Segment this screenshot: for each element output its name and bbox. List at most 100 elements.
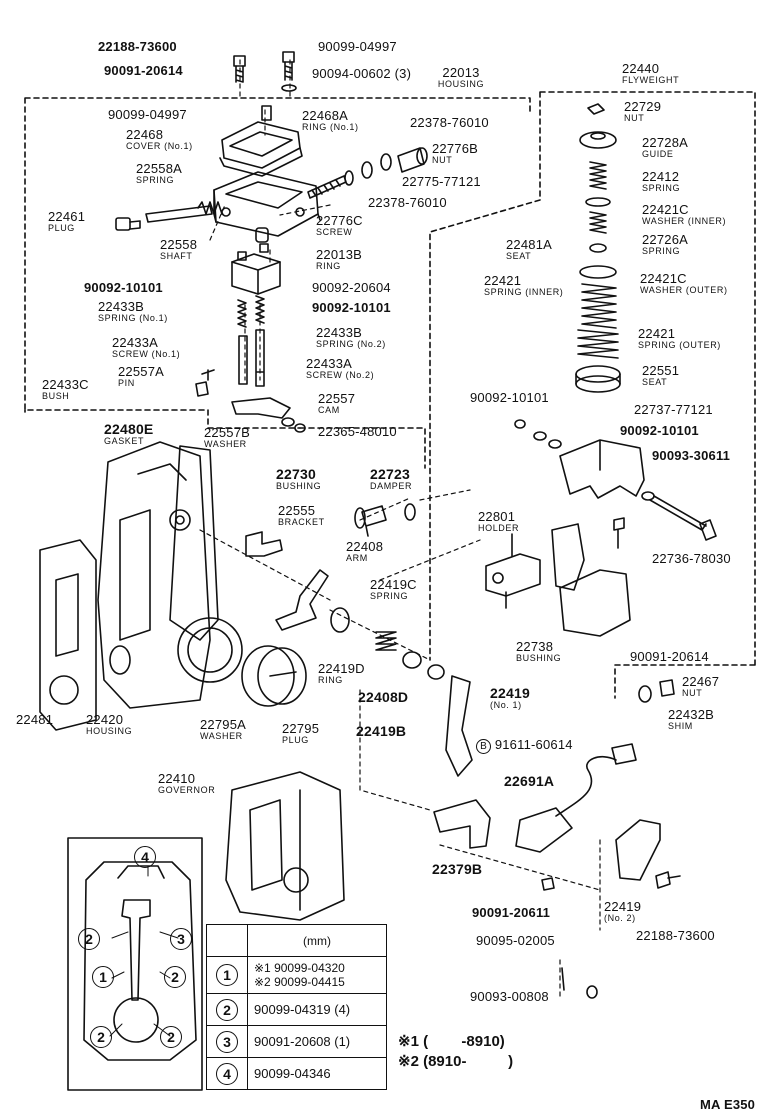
legend-row-2: 2 90099-04319 (4) (206, 993, 387, 1026)
label-22433A-1-no: 22433A (112, 335, 159, 350)
inset-mark-a: 4 (134, 846, 156, 868)
circle-1-icon: 1 (216, 964, 238, 986)
label-22433C: 22433C BUSH (42, 378, 89, 401)
label-22432B: 22432B SHIM (668, 708, 714, 731)
label-22432B-name: SHIM (668, 721, 693, 731)
ring-22737 (533, 431, 547, 441)
legend-row-4: 4 90099-04346 (206, 1057, 387, 1090)
label-22420-no: 22420 (86, 712, 124, 727)
footnote-2-mark: ※2 (398, 1053, 419, 1070)
label-22775-77121: 22775-77121 (402, 174, 481, 189)
label-22421C-outer: 22421C WASHER (OUTER) (640, 272, 728, 295)
label-22419-no1-no: 22419 (490, 685, 530, 701)
shaft-22558 (145, 205, 213, 223)
label-22555-name: BRACKET (278, 517, 325, 527)
label-22481: 22481 (16, 712, 54, 727)
circle-2-icon: 2 (160, 1026, 182, 1048)
label-22795-no: 22795 (282, 721, 320, 736)
circle-2-icon: 2 (90, 1026, 112, 1048)
label-22801-no: 22801 (478, 509, 516, 524)
label-22419-no2-no: 22419 (604, 899, 642, 914)
legend-key-3: 3 (206, 1025, 248, 1058)
label-22461: 22461 PLUG (48, 210, 85, 233)
label-22421-outer-no: 22421 (638, 326, 676, 341)
label-22776B-no: 22776B (432, 141, 479, 156)
footnote-1-mark: ※1 (398, 1033, 419, 1050)
label-22013B-name: RING (316, 261, 341, 271)
label-22408-name: ARM (346, 553, 368, 563)
label-22410-name: GOVERNOR (158, 785, 216, 795)
label-22433B-1-no: 22433B (98, 299, 145, 314)
label-22433B-2-no: 22433B (316, 325, 363, 340)
spring-22419C (375, 631, 397, 651)
label-22557B: 22557B WASHER (204, 426, 250, 449)
label-22795A-no: 22795A (200, 717, 247, 732)
circle-1-icon: 1 (92, 966, 114, 988)
circle-4-icon: 4 (134, 846, 156, 868)
label-22468A: 22468A RING (No.1) (302, 109, 359, 132)
label-22408D: 22408D (358, 689, 409, 705)
nut-22467 (659, 679, 675, 697)
spring-22433B-1 (237, 299, 247, 328)
label-22188-73600-bottom: 22188-73600 (636, 928, 715, 943)
inset-mark-d: 1 (92, 966, 114, 988)
label-22737-77121: 22737-77121 (634, 402, 713, 417)
label-22433A-1-name: SCREW (No.1) (112, 349, 181, 359)
label-22723-no: 22723 (370, 466, 410, 482)
bolt-90091-20611 (541, 877, 555, 891)
label-22795-name: PLUG (282, 735, 309, 745)
label-22726A-name: SPRING (642, 246, 681, 256)
label-22461-name: PLUG (48, 223, 75, 233)
inset-mark-e: 2 (164, 966, 186, 988)
label-90092-20604: 90092-20604 (312, 280, 391, 295)
label-22557-name: CAM (318, 405, 340, 415)
label-22738-no: 22738 (516, 639, 554, 654)
sensor-22691A (515, 743, 637, 853)
bush-22433C (195, 381, 209, 397)
label-22480E: 22480E GASKET (104, 422, 153, 446)
label-22188-top: 22188-73600 (98, 39, 177, 54)
label-22433A-2-name: SCREW (No.2) (306, 370, 375, 380)
label-22728A: 22728A GUIDE (642, 136, 688, 159)
diagram-code: MA E350 (700, 1097, 756, 1112)
label-22433C-name: BUSH (42, 391, 70, 401)
label-22013B: 22013B RING (316, 248, 362, 271)
label-22730-name: BUSHING (276, 481, 322, 491)
label-90094-00602: 90094-00602 (3) (312, 66, 412, 81)
label-22557-no: 22557 (318, 391, 356, 406)
label-22776C-no: 22776C (316, 213, 363, 228)
label-22013B-no: 22013B (316, 247, 363, 262)
inset-mark-b: 2 (78, 928, 100, 950)
label-22419-no2: 22419 (No. 2) (604, 900, 641, 923)
label-22776B: 22776B NUT (432, 142, 478, 165)
label-22723: 22723 DAMPER (370, 467, 412, 491)
label-90092-10101-a: 90092-10101 (84, 280, 163, 295)
label-22736-78030: 22736-78030 (652, 551, 731, 566)
plug-22461 (115, 217, 141, 231)
label-22419-no1: 22419 (No. 1) (490, 686, 530, 710)
label-22419-no2-name: (No. 2) (604, 913, 636, 923)
label-22555-no: 22555 (278, 503, 316, 518)
circle-2-icon: 2 (164, 966, 186, 988)
footnote-1-range: ( -8910) (423, 1033, 505, 1050)
cover-22468 (219, 105, 303, 177)
pin-22557A (201, 369, 215, 381)
housing-block (213, 171, 321, 237)
flyweight-body (559, 439, 645, 499)
label-22795: 22795 PLUG (282, 722, 319, 745)
label-22432B-no: 22432B (668, 707, 715, 722)
label-22421C-outer-no: 22421C (640, 271, 687, 286)
label-22551: 22551 SEAT (642, 364, 679, 387)
label-90099-04997-top: 90099-04997 (318, 39, 397, 54)
label-22421C-inner-no: 22421C (642, 202, 689, 217)
label-22421-inner-name: SPRING (INNER) (484, 287, 564, 297)
label-22419C-name: SPRING (370, 591, 409, 601)
legend-value-1-line-1: ※1 90099-04320 (254, 961, 345, 975)
label-91611-60614-no: 91611-60614 (494, 737, 573, 752)
label-22728A-name: GUIDE (642, 149, 674, 159)
legend-value-4: 90099-04346 (247, 1057, 387, 1090)
label-22729: 22729 NUT (624, 100, 661, 123)
footnote-2-range: (8910- ) (423, 1053, 514, 1070)
